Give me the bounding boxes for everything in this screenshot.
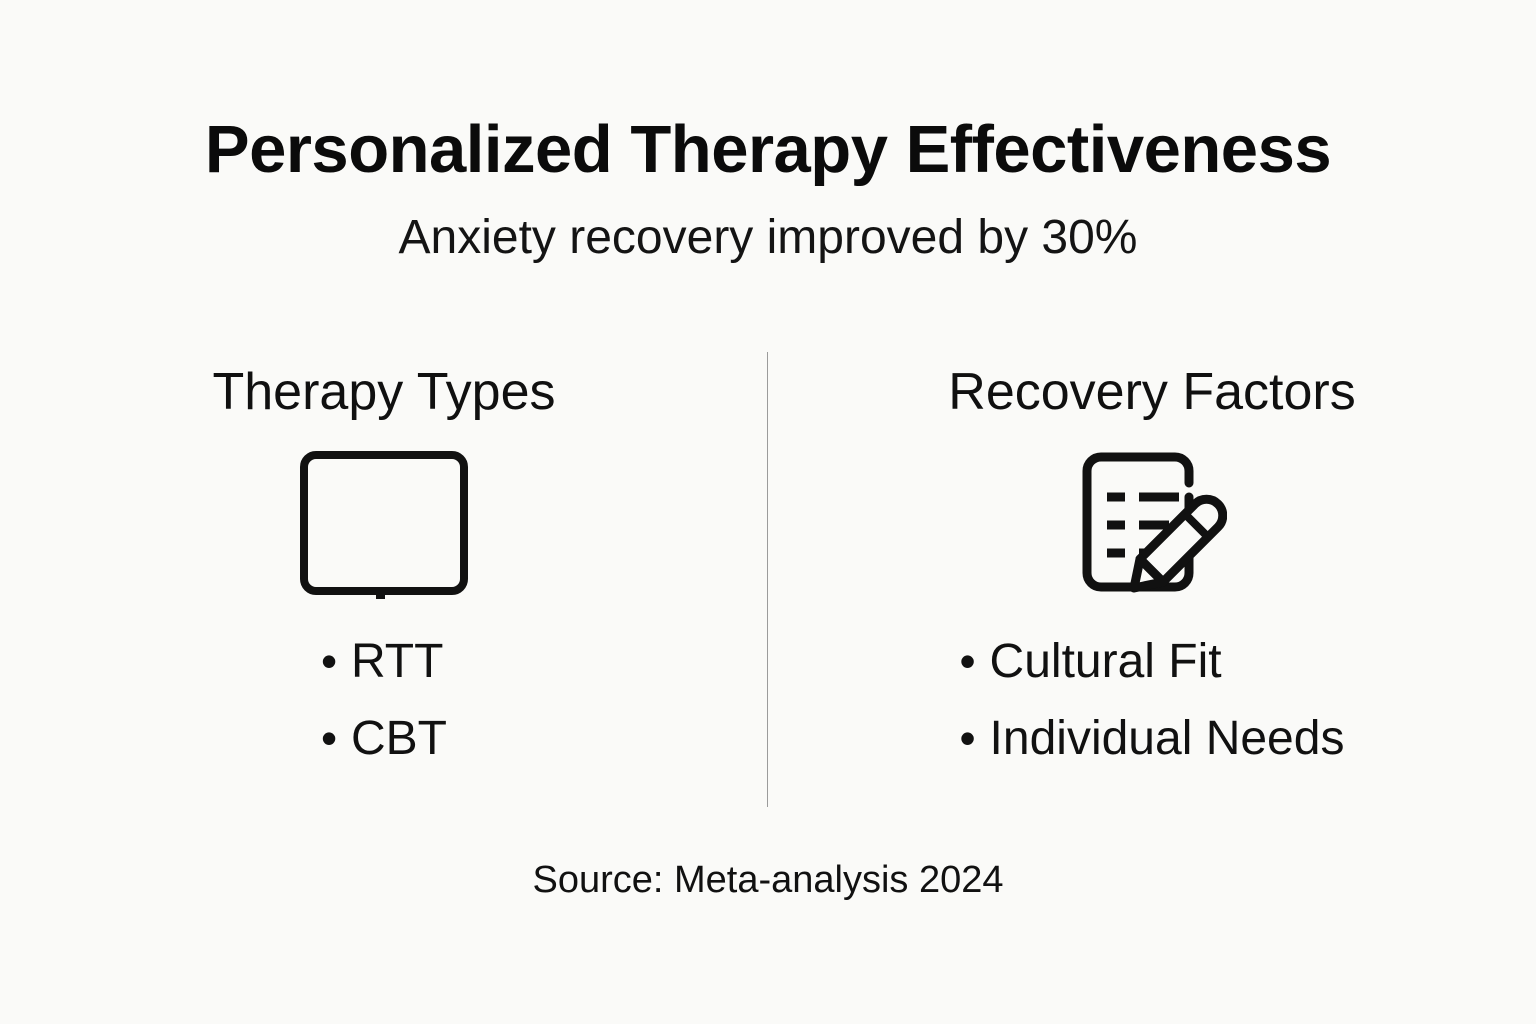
list-item-label: RTT xyxy=(351,635,444,689)
page-title: Personalized Therapy Effectiveness xyxy=(204,112,1332,187)
list-item-label: Individual Needs xyxy=(989,711,1345,765)
list-item: • Individual Needs xyxy=(959,711,1345,765)
bullet-marker-icon: • xyxy=(959,711,976,764)
column-header-recovery-factors: Recovery Factors xyxy=(948,363,1356,421)
list-item-label: CBT xyxy=(351,711,447,765)
bullet-marker-icon: • xyxy=(959,635,976,688)
list-item: • CBT xyxy=(321,711,447,765)
list-item: • Cultural Fit xyxy=(959,635,1222,689)
bullet-marker-icon: • xyxy=(321,711,338,764)
list-item-label: Cultural Fit xyxy=(989,635,1222,689)
column-header-therapy-types: Therapy Types xyxy=(212,363,556,421)
column-therapy-types: Therapy Types • RTT • CBT xyxy=(0,352,768,764)
slide-footer: Source: Meta-analysis 2024 xyxy=(0,858,1536,904)
list-item: • RTT xyxy=(321,635,444,689)
monitor-icon xyxy=(294,449,474,600)
column-divider xyxy=(767,352,768,807)
page-subtitle: Anxiety recovery improved by 30% xyxy=(398,211,1138,265)
bullet-marker-icon: • xyxy=(321,635,338,688)
bullet-list-therapy-types: • RTT • CBT xyxy=(321,635,447,765)
content-columns: Therapy Types • RTT • CBT xyxy=(0,352,1536,808)
note-edit-pencil-icon xyxy=(1077,449,1227,599)
bullet-list-recovery-factors: • Cultural Fit • Individual Needs xyxy=(959,635,1345,765)
column-recovery-factors: Recovery Factors xyxy=(768,352,1536,764)
source-caption: Source: Meta-analysis 2024 xyxy=(532,859,1004,901)
slide-header: Personalized Therapy Effectiveness Anxie… xyxy=(0,112,1536,267)
